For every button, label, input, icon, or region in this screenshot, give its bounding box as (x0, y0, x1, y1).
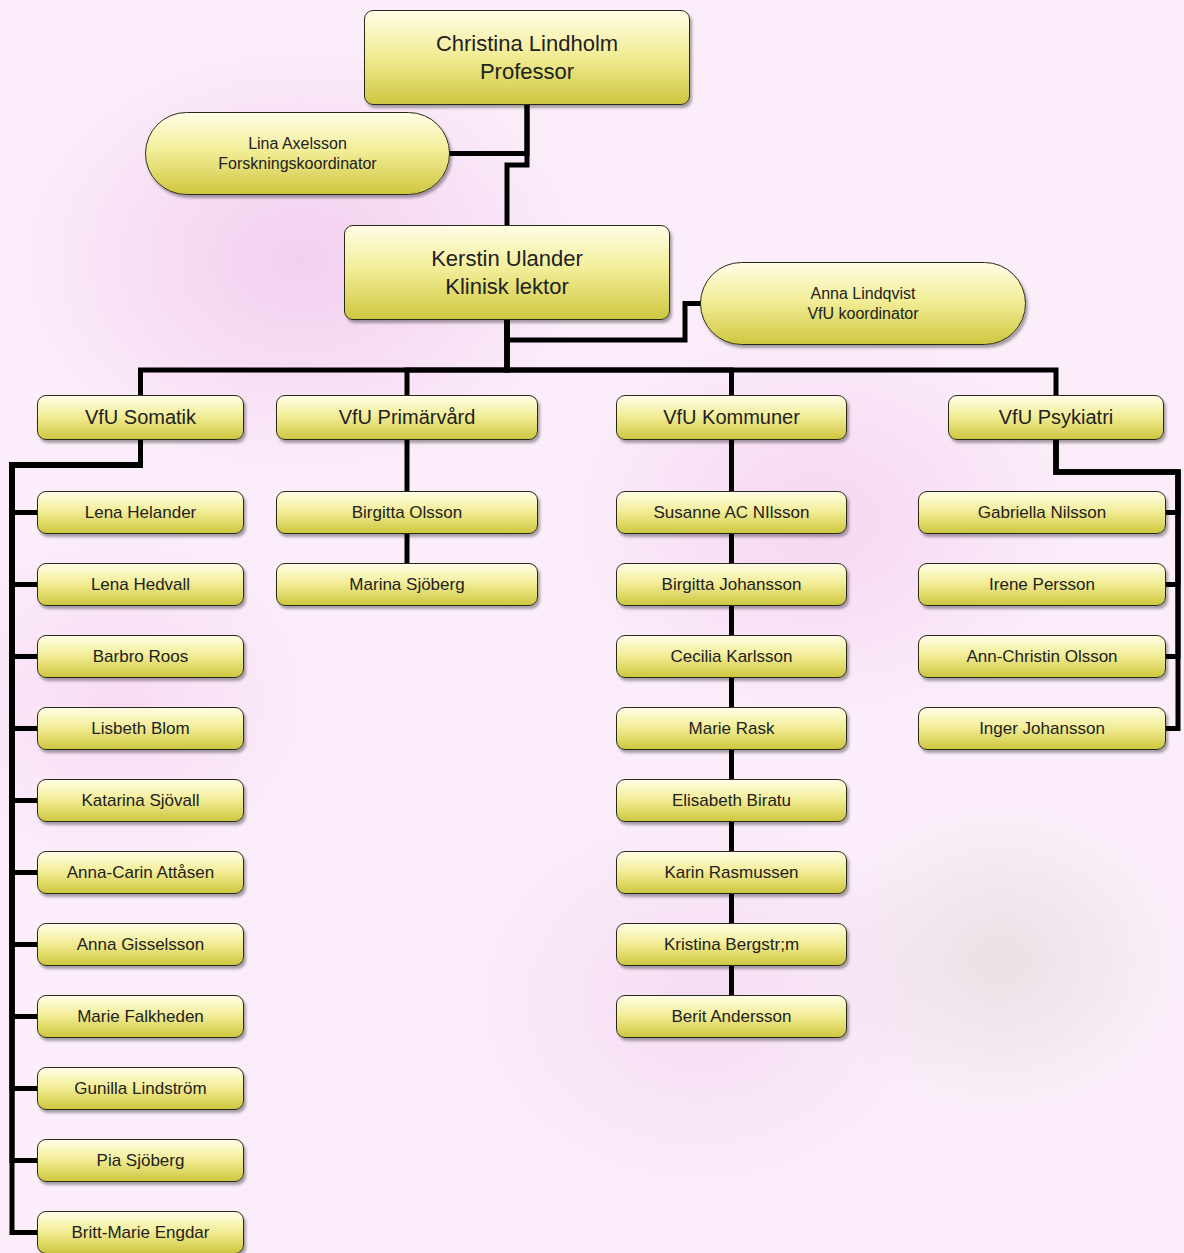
person-box: Katarina Sjövall (37, 779, 244, 822)
category-box: VfU Somatik (37, 395, 244, 440)
person-box: Elisabeth Biratu (616, 779, 847, 822)
role-text: VfU koordinator (807, 304, 918, 324)
person-box: Birgitta Johansson (616, 563, 847, 606)
name-text: Susanne AC NIlsson (654, 502, 810, 523)
name-text: Lina Axelsson (248, 134, 347, 154)
name-text: VfU Somatik (85, 405, 196, 430)
name-text: Gunilla Lindström (74, 1078, 206, 1099)
org-connector (405, 534, 410, 563)
person-box: Anna-Carin Attåsen (37, 851, 244, 894)
name-text: Katarina Sjövall (81, 790, 199, 811)
person-box: Berit Andersson (616, 995, 847, 1038)
person-box: Britt-Marie Engdar (37, 1211, 244, 1253)
person-box: Pia Sjöberg (37, 1139, 244, 1182)
person-box: Ann-Christin Olsson (918, 635, 1166, 678)
person-box: Lena Helander (37, 491, 244, 534)
name-text: Karin Rasmussen (664, 862, 798, 883)
name-text: Birgitta Johansson (662, 574, 802, 595)
person-box: Barbro Roos (37, 635, 244, 678)
name-text: Barbro Roos (93, 646, 188, 667)
org-connector (446, 105, 527, 154)
org-connector (729, 750, 734, 779)
name-text: Pia Sjöberg (97, 1150, 185, 1171)
name-text: Anna Gisselsson (77, 934, 205, 955)
person-box: Cecilia Karlsson (616, 635, 847, 678)
org-connector (507, 105, 527, 225)
name-text: Irene Persson (989, 574, 1095, 595)
name-text: Cecilia Karlsson (671, 646, 793, 667)
name-text: Lena Hedvall (91, 574, 190, 595)
name-text: Elisabeth Biratu (672, 790, 791, 811)
name-text: Kerstin Ulander (431, 245, 583, 273)
name-text: Britt-Marie Engdar (72, 1222, 210, 1243)
role-text: Professor (480, 58, 574, 86)
org-connector (141, 320, 508, 395)
role-text: Forskningskoordinator (218, 154, 376, 174)
person-box: Marina Sjöberg (276, 563, 538, 606)
org-connector (729, 440, 734, 491)
name-text: Anna-Carin Attåsen (67, 862, 214, 883)
person-box: Gunilla Lindström (37, 1067, 244, 1110)
name-text: Gabriella Nilsson (978, 502, 1107, 523)
person-box: Susanne AC NIlsson (616, 491, 847, 534)
name-text: Ann-Christin Olsson (966, 646, 1117, 667)
person-box: Lena Hedvall (37, 563, 244, 606)
person-box: Lisbeth Blom (37, 707, 244, 750)
name-text: VfU Primärvård (339, 405, 476, 430)
org-connector (12, 440, 141, 1233)
coordinator-pill: Anna LindqvistVfU koordinator (700, 262, 1026, 345)
org-connector (407, 320, 507, 395)
name-text: Marie Rask (689, 718, 775, 739)
org-connector (729, 822, 734, 851)
person-box: Birgitta Olsson (276, 491, 538, 534)
name-text: Marina Sjöberg (349, 574, 464, 595)
org-connector (729, 966, 734, 995)
name-text: Kristina Bergstr;m (664, 934, 799, 955)
head-box: Christina LindholmProfessor (364, 10, 690, 105)
name-text: VfU Kommuner (663, 405, 800, 430)
name-text: VfU Psykiatri (999, 405, 1113, 430)
org-connector (729, 606, 734, 635)
name-text: Lisbeth Blom (91, 718, 189, 739)
person-box: Marie Falkheden (37, 995, 244, 1038)
person-box: Karin Rasmussen (616, 851, 847, 894)
person-box: Irene Persson (918, 563, 1166, 606)
name-text: Birgitta Olsson (352, 502, 463, 523)
name-text: Lena Helander (85, 502, 197, 523)
name-text: Inger Johansson (979, 718, 1105, 739)
category-box: VfU Primärvård (276, 395, 538, 440)
coordinator-pill: Lina AxelssonForskningskoordinator (145, 112, 450, 195)
category-box: VfU Psykiatri (948, 395, 1164, 440)
org-connector (12, 440, 141, 1089)
name-text: Marie Falkheden (77, 1006, 204, 1027)
org-connector (507, 320, 732, 395)
org-connector (405, 440, 410, 491)
lecturer-box: Kerstin UlanderKlinisk lektor (344, 225, 670, 320)
person-box: Marie Rask (616, 707, 847, 750)
person-box: Kristina Bergstr;m (616, 923, 847, 966)
category-box: VfU Kommuner (616, 395, 847, 440)
role-text: Klinisk lektor (445, 273, 568, 301)
name-text: Anna Lindqvist (811, 284, 916, 304)
person-box: Gabriella Nilsson (918, 491, 1166, 534)
person-box: Inger Johansson (918, 707, 1166, 750)
name-text: Berit Andersson (671, 1006, 791, 1027)
org-connector (729, 534, 734, 563)
person-box: Anna Gisselsson (37, 923, 244, 966)
org-connector (729, 894, 734, 923)
org-connector (12, 440, 141, 657)
name-text: Christina Lindholm (436, 30, 618, 58)
org-connector (729, 678, 734, 707)
